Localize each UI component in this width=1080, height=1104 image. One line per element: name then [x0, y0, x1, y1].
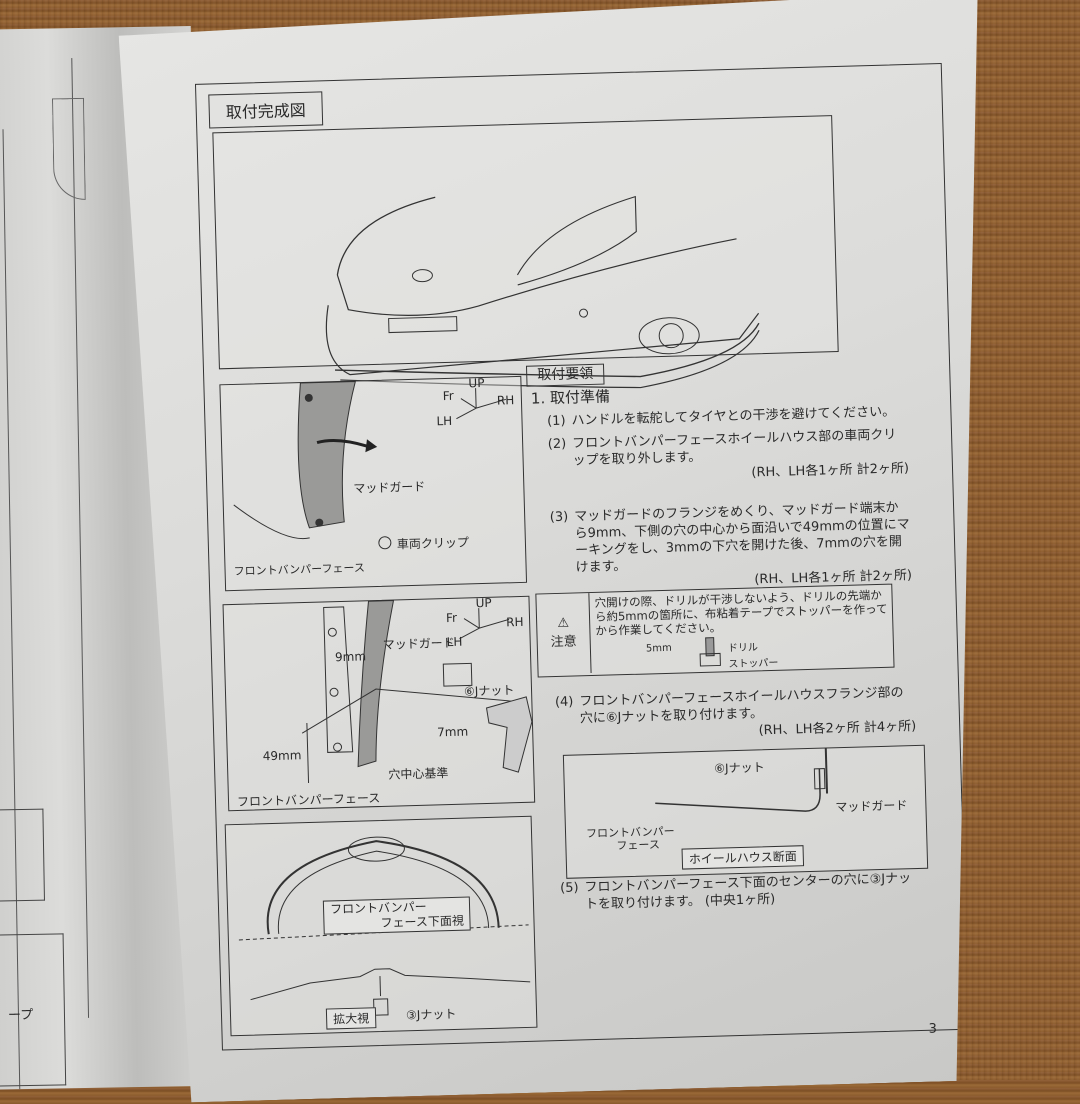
step-1: (1) ハンドルを転舵してタイヤとの干渉を避けてください。 — [546, 404, 896, 430]
step-4: (4) フロントバンパーフェースホイールハウスフランジ部の穴に⑥Jナットを取り付… — [554, 685, 917, 739]
procedure-title: 取付要領 — [526, 364, 605, 387]
page-number: 3 — [928, 1021, 938, 1037]
hole-center-ref-label: 穴中心基準 — [388, 766, 449, 782]
car-front-drawing — [213, 116, 837, 368]
instruction-page: 取付完成図 — [118, 0, 1008, 1104]
clip-removal-diagram: UP Fr RH LH マッドガード 車両クリップ フロントバンパーフェース — [219, 376, 527, 591]
box — [0, 808, 45, 903]
step-2: (2) フロントバンパーフェースホイールハウス部の車両クリップを取り外します。(… — [547, 427, 910, 481]
caution-box: ⚠ 注意 穴開けの際、ドリルが干渉しないよう、ドリルの先端から約5mmの箇所に、… — [535, 584, 894, 678]
axis-rh-label: RH — [505, 614, 524, 630]
underside-view-label: フロントバンパー フェース下面視 — [323, 897, 471, 935]
mud-guard-label: マッドガード — [835, 798, 908, 815]
mud-guard-label: マッドガード — [382, 635, 455, 652]
frame-line — [71, 57, 130, 1018]
axis-fr-label: Fr — [442, 388, 454, 404]
vehicle-clip-label: 車両クリップ — [396, 535, 470, 552]
axis-up-label: UP — [475, 595, 492, 611]
distance-label: 49mm — [262, 748, 302, 764]
step-3: (3) マッドガードのフランジをめくり、マッドガード端末から9mm、下側の穴の中… — [549, 500, 913, 588]
section-title: 取付完成図 — [208, 91, 323, 128]
j-nut-label: ⑥Jナット — [714, 760, 765, 776]
mud-guard-drawing — [220, 377, 526, 590]
car-drawing-fragment — [51, 97, 86, 201]
j-nut-label: ⑥Jナット — [463, 683, 515, 699]
wheelhouse-section-diagram: ⑥Jナット マッドガード フロントバンパー フェース ホイールハウス断面 — [563, 745, 928, 879]
mud-guard-label: マッドガード — [353, 479, 426, 496]
axis-fr-label: Fr — [445, 610, 458, 626]
page-frame: 取付完成図 — [195, 63, 969, 1050]
bumper-face-label: フロントバンパー フェース — [585, 824, 675, 853]
axis-rh-label: RH — [496, 393, 515, 408]
axis-lh-label: LH — [436, 413, 453, 429]
zoom-view-label: 拡大視 — [326, 1007, 377, 1029]
hole-size-label: 7mm — [436, 724, 469, 740]
underside-diagram: フロントバンパー フェース下面視 拡大視 ③Jナット — [225, 816, 538, 1036]
offset-dimension: 9mm — [334, 649, 367, 665]
section-caption: ホイールハウス断面 — [682, 845, 805, 869]
wheelhouse-cross-section — [564, 746, 927, 878]
drilling-diagram: UP Fr RH LH マッドガード 9mm ⑥Jナット 7mm 49mm 穴中… — [223, 596, 536, 811]
drilling-drawing — [224, 597, 535, 810]
completed-diagram — [212, 115, 838, 369]
fragment-text: ープ — [7, 1007, 34, 1024]
bumper-face-label: フロントバンパーフェース — [236, 790, 381, 809]
axis-up-label: UP — [468, 375, 485, 391]
drill-stopper-drawing — [536, 585, 893, 677]
j-nut-label: ③Jナット — [405, 1006, 457, 1023]
